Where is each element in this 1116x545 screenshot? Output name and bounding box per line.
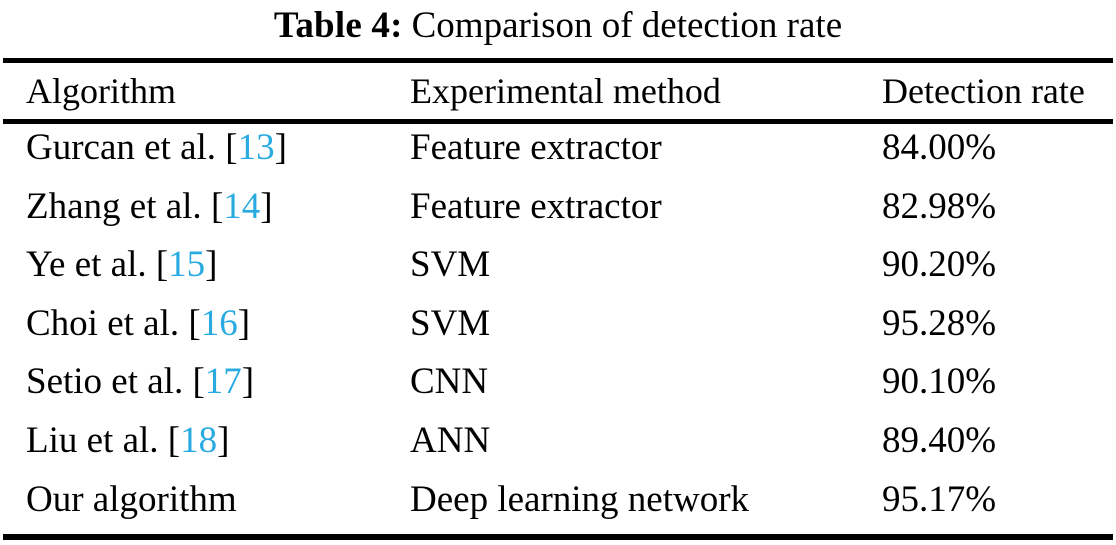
algorithm-name: Ye et al. <box>26 244 147 286</box>
reference-link[interactable]: 18 <box>180 419 218 461</box>
table-caption: Table 4:Comparison of detection rate <box>0 0 1116 52</box>
cell-algorithm: Ye et al. [15] <box>0 236 400 295</box>
reference-bracket-open: [ <box>210 185 224 227</box>
algorithm-name: Liu et al. <box>26 419 159 461</box>
reference-bracket-open: [ <box>188 302 201 344</box>
reference-bracket-open: [ <box>155 244 169 286</box>
algorithm-name: Our algorithm <box>26 478 237 520</box>
reference-bracket-close: ] <box>237 302 251 344</box>
cell-algorithm: Liu et al. [18] <box>0 412 400 471</box>
table-rule-top <box>3 58 1113 63</box>
cell-algorithm: Zhang et al. [14] <box>0 178 400 237</box>
cell-algorithm: Choi et al. [16] <box>0 295 400 354</box>
cell-detection-rate: 90.20% <box>882 244 997 286</box>
table-caption-text: Comparison of detection rate <box>411 5 843 46</box>
column-header-method: Experimental method <box>410 71 721 111</box>
reference-link[interactable]: 17 <box>204 361 242 403</box>
table-caption-label: Table 4: <box>273 5 403 46</box>
reference-link[interactable]: 16 <box>200 302 238 344</box>
cell-detection-rate: 89.40% <box>882 419 997 461</box>
reference-bracket-open: [ <box>167 419 181 461</box>
cell-algorithm: Our algorithm <box>0 471 400 530</box>
cell-algorithm: Gurcan et al. [13] <box>0 119 400 178</box>
cell-method: Deep learning network <box>410 478 750 520</box>
table-rule-header <box>3 119 1113 124</box>
reference-link[interactable]: 14 <box>223 185 261 227</box>
algorithm-name: Zhang et al. <box>26 185 202 227</box>
cell-detection-rate: 82.98% <box>882 185 997 227</box>
column-header-algorithm: Algorithm <box>26 71 176 111</box>
table-header-row: Algorithm Experimental method Detection … <box>0 63 1116 119</box>
table-rule-bottom <box>3 534 1113 540</box>
cell-detection-rate: 90.10% <box>882 361 997 403</box>
comparison-table: Algorithm Experimental method Detection … <box>0 63 1116 529</box>
algorithm-name: Choi et al. <box>26 302 180 344</box>
reference-bracket-open: [ <box>225 127 238 168</box>
reference-link[interactable]: 13 <box>237 127 275 168</box>
cell-method: ANN <box>410 419 491 461</box>
cell-method: SVM <box>410 244 491 286</box>
cell-method: SVM <box>410 302 491 344</box>
cell-detection-rate: 95.28% <box>882 302 997 344</box>
table-row: Our algorithm Deep learning network 95.17% <box>0 471 1116 530</box>
reference-bracket-close: ] <box>274 127 287 168</box>
cell-algorithm: Setio et al. [17] <box>0 353 400 412</box>
cell-method: CNN <box>410 361 489 403</box>
cell-method: Feature extractor <box>410 185 662 227</box>
table-header: Algorithm Experimental method Detection … <box>0 63 1116 119</box>
reference-link[interactable]: 15 <box>168 244 206 286</box>
reference-bracket-close: ] <box>260 185 273 227</box>
reference-bracket-open: [ <box>192 361 205 403</box>
cell-method: Feature extractor <box>410 127 662 168</box>
column-header-rate: Detection rate <box>882 71 1085 111</box>
reference-bracket-close: ] <box>205 244 218 286</box>
cell-detection-rate: 84.00% <box>882 127 997 168</box>
algorithm-name: Setio et al. <box>26 361 184 403</box>
algorithm-name: Gurcan et al. <box>26 127 217 168</box>
reference-bracket-close: ] <box>217 419 230 461</box>
cell-detection-rate: 95.17% <box>882 478 997 520</box>
reference-bracket-close: ] <box>241 361 255 403</box>
